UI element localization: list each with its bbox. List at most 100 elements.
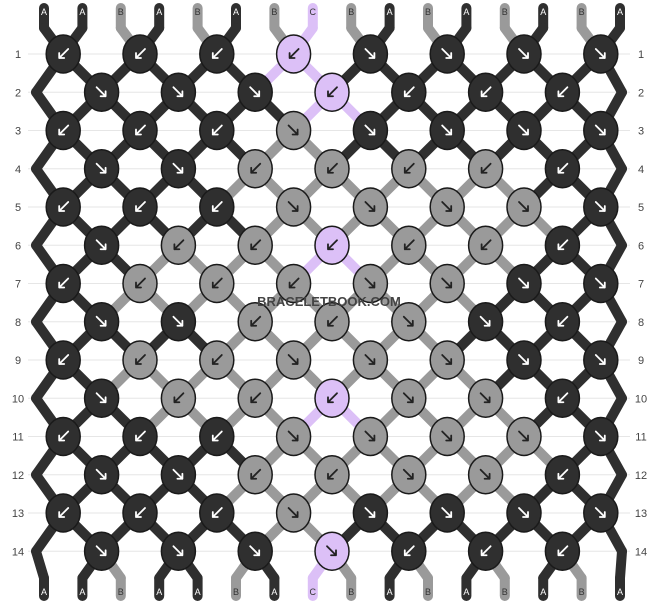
backward-arrow-icon (480, 239, 492, 251)
backward-arrow-icon (403, 545, 415, 557)
knot (237, 302, 273, 342)
forward-arrow-icon (518, 507, 529, 518)
backward-arrow-icon (211, 201, 223, 212)
forward-arrow-icon (441, 277, 453, 289)
knot (160, 531, 197, 571)
knot (544, 455, 581, 495)
forward-arrow-icon (518, 124, 529, 136)
backward-arrow-icon (135, 430, 146, 442)
knot (506, 416, 542, 457)
string-label-top: B (195, 7, 201, 17)
row-number-right: 8 (638, 317, 644, 329)
forward-arrow-icon (249, 86, 261, 98)
backward-arrow-icon (58, 354, 70, 365)
knot (391, 302, 427, 342)
knot (237, 225, 273, 265)
knot (583, 187, 619, 227)
forward-arrow-icon (364, 48, 376, 59)
forward-arrow-icon (364, 124, 376, 136)
knot (352, 263, 389, 304)
forward-arrow-icon (594, 430, 606, 442)
knot (160, 302, 197, 342)
backward-arrow-icon (135, 277, 146, 289)
forward-arrow-icon (402, 315, 414, 327)
string-label-bottom: A (387, 587, 393, 597)
knot (314, 225, 350, 265)
forward-arrow-icon (95, 545, 107, 557)
row-number-right: 13 (635, 508, 647, 520)
knot (122, 34, 158, 74)
knot (237, 149, 273, 189)
forward-arrow-icon (518, 201, 529, 212)
backward-arrow-icon (58, 48, 70, 59)
forward-arrow-icon (479, 315, 491, 327)
row-number-right: 12 (635, 470, 647, 482)
row-number-right: 11 (635, 432, 646, 444)
knot (237, 531, 273, 571)
forward-arrow-icon (326, 545, 337, 557)
knot (199, 110, 235, 151)
backward-arrow-icon (211, 354, 223, 365)
string-label-bottom: B (118, 587, 124, 597)
forward-arrow-icon (402, 468, 414, 480)
backward-arrow-icon (250, 239, 262, 251)
backward-arrow-icon (211, 277, 223, 289)
string-label-top: A (156, 7, 162, 17)
knot (352, 187, 389, 227)
knot (352, 34, 389, 74)
forward-arrow-icon (441, 201, 453, 212)
knot (506, 187, 542, 227)
knot (467, 378, 504, 418)
string-label-bottom: C (310, 587, 317, 597)
string-label-bottom: A (195, 587, 201, 597)
knot (199, 34, 235, 74)
forward-arrow-icon (249, 545, 261, 557)
knot (199, 493, 235, 533)
string-label-top: C (310, 7, 317, 17)
knot (583, 263, 619, 304)
knot (45, 263, 81, 304)
string-label-top: B (502, 7, 508, 17)
forward-arrow-icon (95, 239, 107, 251)
knot (314, 72, 350, 112)
backward-arrow-icon (557, 545, 569, 557)
forward-arrow-icon (95, 162, 107, 174)
backward-arrow-icon (557, 315, 569, 327)
knot (83, 72, 120, 112)
string-label-top: A (540, 7, 546, 17)
forward-arrow-icon (364, 277, 376, 289)
knot (237, 72, 273, 112)
string-label-top: B (118, 7, 124, 17)
knot (199, 340, 235, 380)
forward-arrow-icon (518, 354, 529, 365)
backward-arrow-icon (58, 277, 70, 289)
row-number-left: 2 (15, 87, 21, 99)
string-label-bottom: A (79, 587, 85, 597)
knot (45, 110, 81, 151)
knot (467, 149, 504, 189)
forward-arrow-icon (287, 354, 299, 365)
string-label-bottom: A (463, 587, 469, 597)
knot (544, 72, 581, 112)
knot (467, 225, 504, 265)
backward-arrow-icon (250, 315, 262, 327)
forward-arrow-icon (172, 86, 184, 98)
knot (314, 378, 350, 418)
knot (391, 378, 427, 418)
knot (583, 34, 619, 74)
forward-arrow-icon (364, 507, 376, 518)
backward-arrow-icon (135, 507, 146, 518)
backward-arrow-icon (557, 392, 569, 404)
row-number-right: 14 (635, 546, 647, 558)
backward-arrow-icon (327, 315, 338, 327)
string-label-bottom: A (271, 587, 277, 597)
knot (429, 416, 465, 457)
forward-arrow-icon (594, 124, 606, 136)
knot (45, 340, 81, 380)
knot (275, 340, 312, 380)
knot (314, 302, 350, 342)
knot (45, 493, 81, 533)
row-number-right: 5 (638, 202, 644, 214)
row-number-right: 2 (638, 87, 644, 99)
row-number-right: 1 (638, 49, 644, 61)
